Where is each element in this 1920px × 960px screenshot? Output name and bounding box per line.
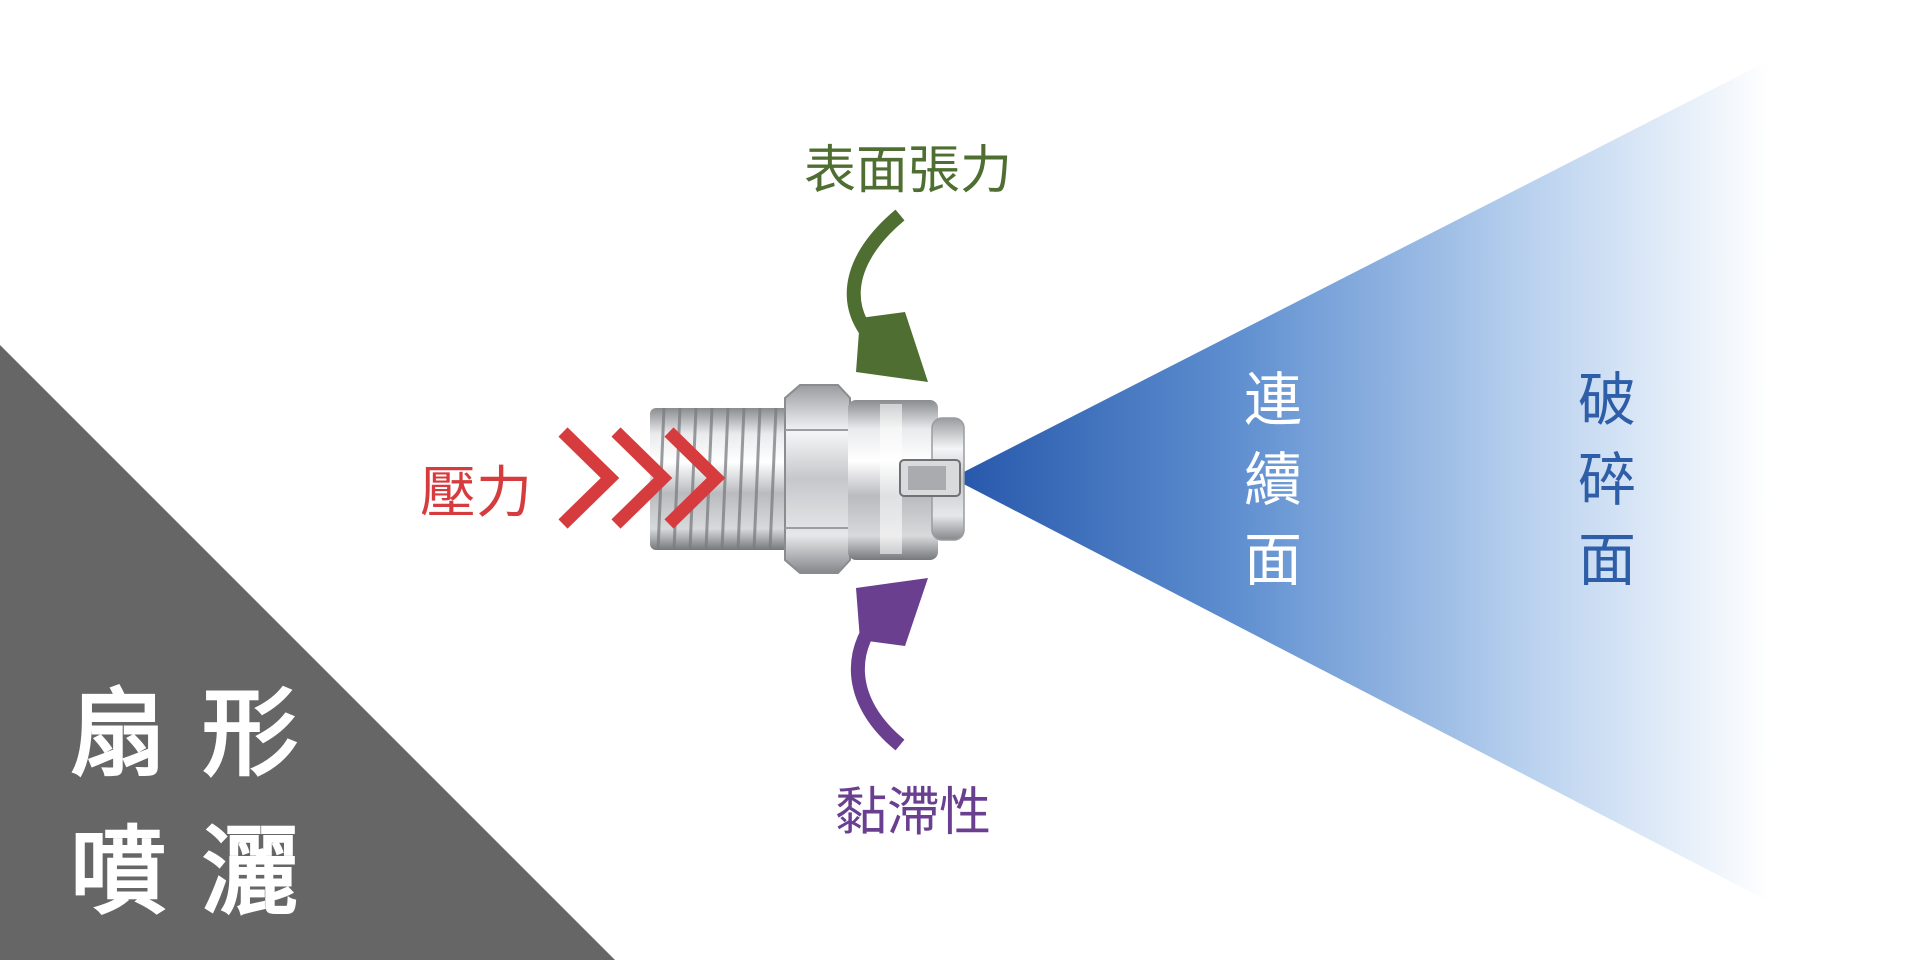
viscosity-arrow-icon <box>851 578 928 751</box>
surface-tension-arrow-icon <box>846 209 928 382</box>
corner-title: 扇形 噴灑 <box>70 665 334 941</box>
corner-triangle <box>0 345 615 960</box>
viscosity-label: 黏滯性 <box>835 783 992 843</box>
corner-title-line1: 扇形 <box>70 678 334 790</box>
continuous-zone-char: 面 <box>1243 526 1302 594</box>
spray-fan <box>952 60 1770 902</box>
surface-tension-label: 表面張力 <box>804 141 1013 201</box>
continuous-zone-char: 續 <box>1243 446 1302 514</box>
pressure-label: 壓力 <box>420 461 532 526</box>
broken-zone-char: 面 <box>1577 526 1636 594</box>
continuous-zone-label: 連 續 面 <box>1238 360 1308 600</box>
nozzle <box>650 384 965 574</box>
continuous-zone-char: 連 <box>1243 366 1302 434</box>
broken-zone-char: 破 <box>1577 366 1636 434</box>
broken-zone-char: 碎 <box>1577 446 1636 514</box>
pressure-chevrons-icon <box>558 427 726 529</box>
broken-zone-label: 破 碎 面 <box>1572 360 1642 600</box>
corner-title-line2: 噴灑 <box>70 816 334 928</box>
